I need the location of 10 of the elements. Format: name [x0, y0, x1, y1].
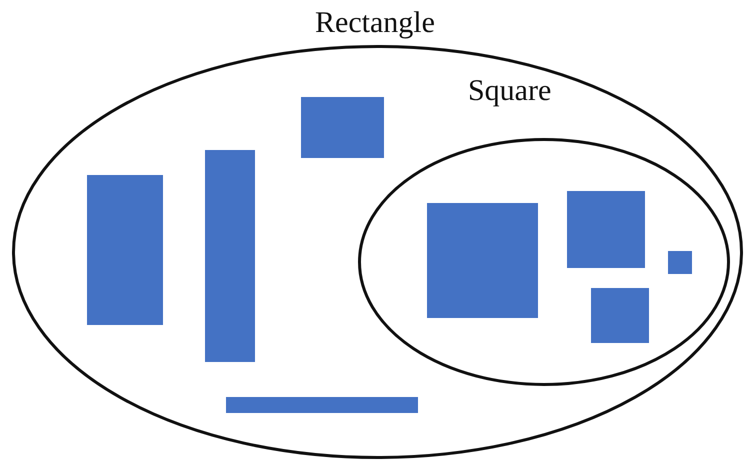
rectangle-shape — [301, 97, 384, 158]
rectangle-shape — [87, 175, 163, 325]
rectangle-shape — [427, 203, 538, 318]
rectangle-shape — [567, 191, 645, 268]
rectangle-shape — [591, 288, 649, 343]
rectangle-shape — [668, 251, 692, 274]
rectangle-shape — [205, 150, 255, 362]
rectangle-shape — [226, 397, 418, 413]
set-label: Rectangle — [315, 6, 435, 40]
set-label: Square — [468, 74, 552, 108]
